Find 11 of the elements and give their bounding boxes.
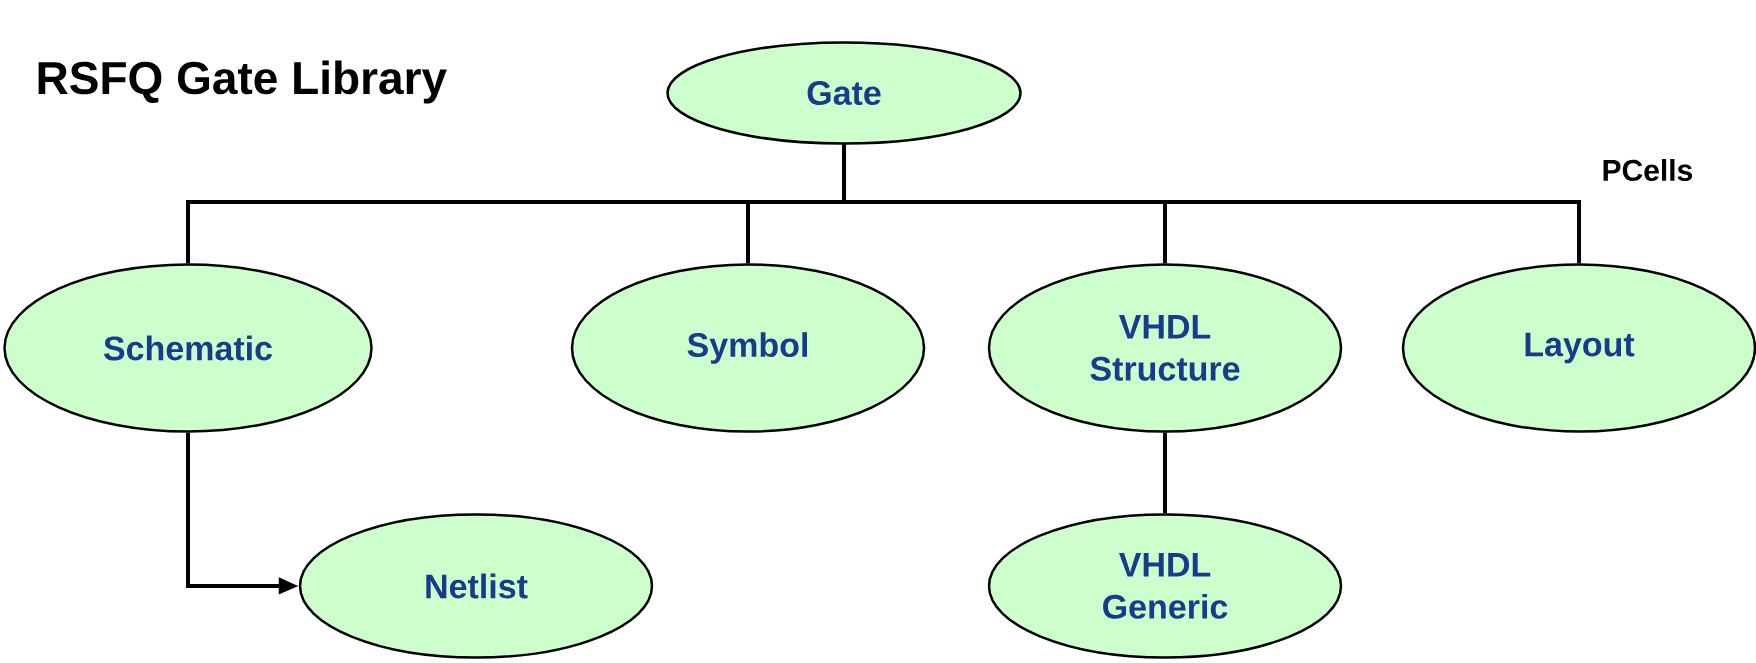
connector xyxy=(842,144,1581,264)
ellipse-node: Gate xyxy=(666,41,1022,145)
ellipse-node: Symbol xyxy=(570,263,926,433)
connector xyxy=(1163,432,1167,514)
ellipse-node: Netlist xyxy=(298,513,654,659)
ellipse-node: Layout xyxy=(1401,263,1756,433)
ellipse-node: Schematic xyxy=(3,263,373,433)
tool-label: PCells xyxy=(1603,159,1692,181)
ellipse-node: VHDL Structure xyxy=(987,263,1343,433)
title: RSFQ Gate Library xyxy=(38,60,447,104)
ellipse-node: VHDL Generic xyxy=(987,513,1343,659)
